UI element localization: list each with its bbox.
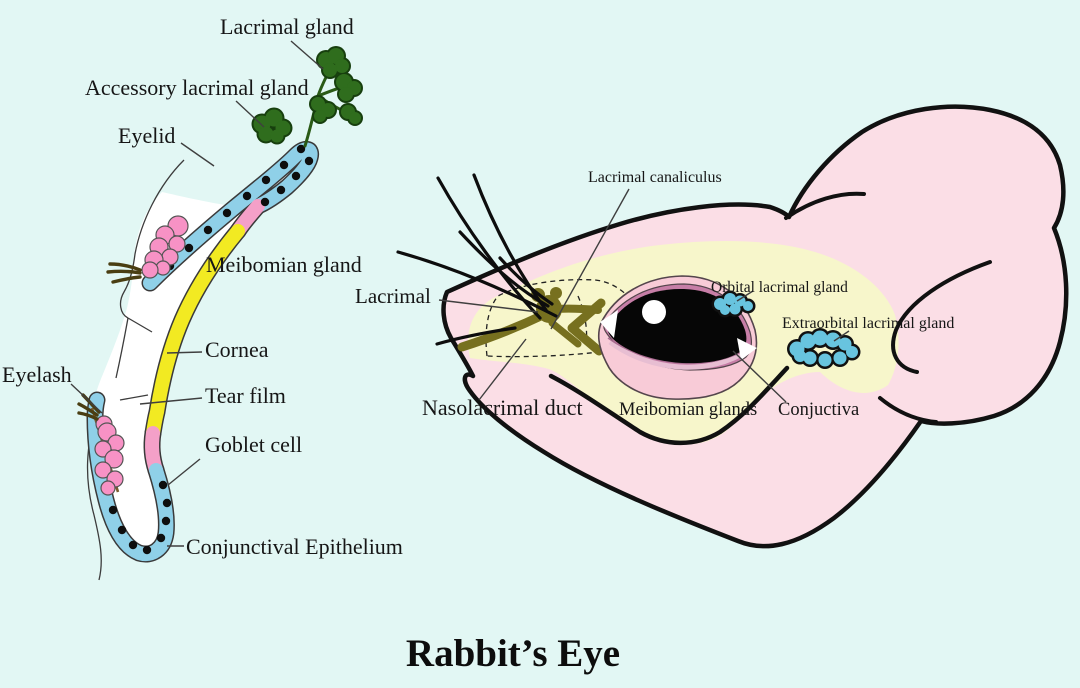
meibomian-gland-upper xyxy=(106,215,189,284)
inner-ear-line xyxy=(891,260,992,374)
label-cornea: Cornea xyxy=(205,337,269,362)
label-lacrimal: Lacrimal xyxy=(355,284,431,308)
goblet-cell-dots xyxy=(102,144,314,555)
lacrimal-gland-shape xyxy=(303,46,363,148)
eyelid-cross-section: Lacrimal gland Accessory lacrimal gland … xyxy=(2,14,403,581)
cornea-band xyxy=(146,224,245,440)
page-title: Rabbit’s Eye xyxy=(406,632,620,675)
accessory-lacrimal-gland-shape xyxy=(251,107,293,145)
eyelid-tissue xyxy=(93,149,311,560)
sclera-right xyxy=(737,338,757,360)
eyeball xyxy=(607,288,747,364)
orbital-lacrimal-gland-shape xyxy=(711,290,756,318)
label-eyelid: Eyelid xyxy=(118,123,175,148)
nasolacrimal-duct-shape xyxy=(457,310,548,352)
label-lacrimal-canaliculus: Lacrimal canaliculus xyxy=(588,169,722,186)
label-orbital-lacrimal-gland: Orbital lacrimal gland xyxy=(711,279,848,296)
label-extraorbital-lacrimal-gland: Extraorbital lacrimal gland xyxy=(782,315,954,332)
label-meibomian-glands: Meibomian glands xyxy=(619,400,757,420)
leader-lines-right xyxy=(438,188,850,403)
whiskers xyxy=(396,173,558,346)
label-eyelash: Eyelash xyxy=(2,362,72,387)
lacrimal-canaliculus-shape xyxy=(567,298,606,356)
eye-highlight xyxy=(642,300,666,324)
label-nasolacrimal-duct: Nasolacrimal duct xyxy=(422,395,583,420)
label-meibomian-gland: Meibomian gland xyxy=(206,252,362,277)
rabbit-head: Lacrimal canaliculus Lacrimal Orbital la… xyxy=(355,104,1069,549)
leader-lines-left xyxy=(70,40,324,547)
label-conjunctival-epithelium: Conjunctival Epithelium xyxy=(186,534,403,559)
label-goblet-cell: Goblet cell xyxy=(205,432,302,457)
label-conjuctiva: Conjuctiva xyxy=(778,400,859,420)
neck-fold-line xyxy=(878,396,938,424)
extraorbital-lacrimal-gland-shape xyxy=(787,328,861,369)
ear-fold-line xyxy=(784,191,866,220)
eyelash-upper xyxy=(106,262,142,284)
lower-lid-line-light xyxy=(608,339,750,370)
sclera-left xyxy=(600,310,618,338)
label-accessory-lacrimal-gland: Accessory lacrimal gland xyxy=(85,75,309,100)
cheek-line xyxy=(548,365,790,446)
meibomian-gland-lower xyxy=(77,393,125,496)
label-tear-film: Tear film xyxy=(205,383,286,408)
label-lacrimal-gland: Lacrimal gland xyxy=(220,14,354,39)
